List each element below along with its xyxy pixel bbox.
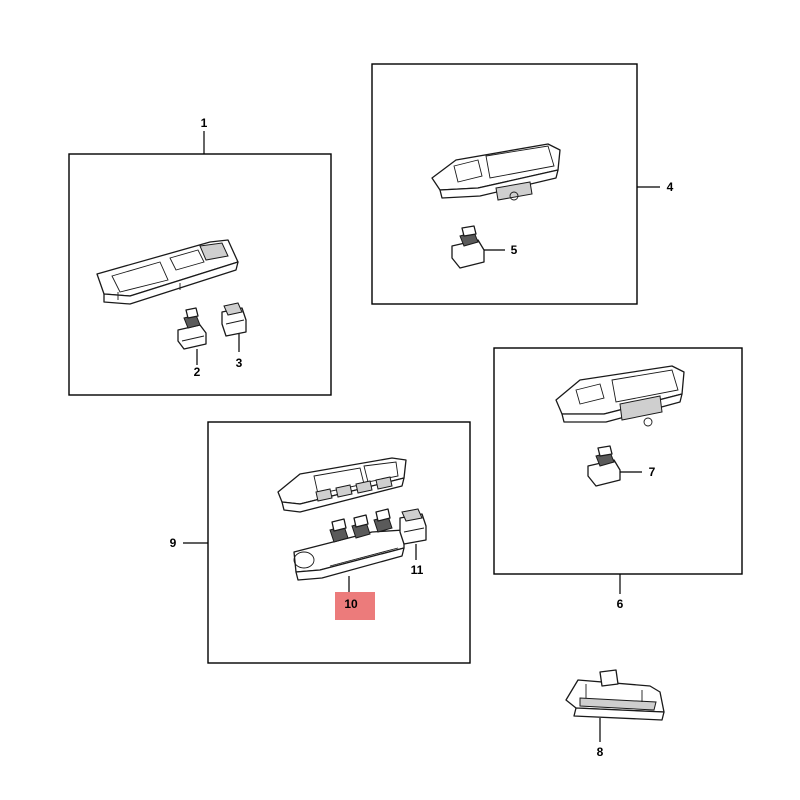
callout-10[interactable]: 10 <box>344 597 358 611</box>
switch-part-2[interactable] <box>177 307 207 350</box>
callout-2[interactable]: 2 <box>194 365 201 379</box>
callout-3[interactable]: 3 <box>236 356 243 370</box>
callout-5[interactable]: 5 <box>511 243 518 257</box>
bezel-part-1[interactable] <box>96 239 239 305</box>
bezel-part-6[interactable] <box>555 365 685 427</box>
bezel-part-9[interactable] <box>277 457 407 513</box>
assembly-4-box <box>371 63 638 305</box>
callout-8[interactable]: 8 <box>597 745 604 759</box>
assembly-4: 4 5 <box>371 63 674 305</box>
assembly-6-box <box>493 347 743 575</box>
callout-1[interactable]: 1 <box>201 116 208 130</box>
assembly-6: 6 7 <box>493 347 743 611</box>
highlight-box-10 <box>335 592 375 620</box>
callout-9[interactable]: 9 <box>170 536 177 550</box>
assembly-1: 1 2 3 <box>68 116 332 396</box>
assembly-1-box <box>68 153 332 396</box>
switch-part-3[interactable] <box>221 302 247 337</box>
callout-4[interactable]: 4 <box>667 180 674 194</box>
switch-part-5[interactable] <box>451 225 485 269</box>
callout-7[interactable]: 7 <box>649 465 656 479</box>
switch-part-11[interactable] <box>399 508 427 545</box>
assembly-9: 9 10 <box>170 421 471 664</box>
callout-6[interactable]: 6 <box>617 597 624 611</box>
lamp-part-8[interactable] <box>565 669 665 721</box>
callout-11[interactable]: 11 <box>411 563 424 577</box>
switch-module-part-10[interactable] <box>293 508 405 581</box>
switch-part-7[interactable] <box>587 445 621 487</box>
bezel-part-4[interactable] <box>431 143 561 201</box>
